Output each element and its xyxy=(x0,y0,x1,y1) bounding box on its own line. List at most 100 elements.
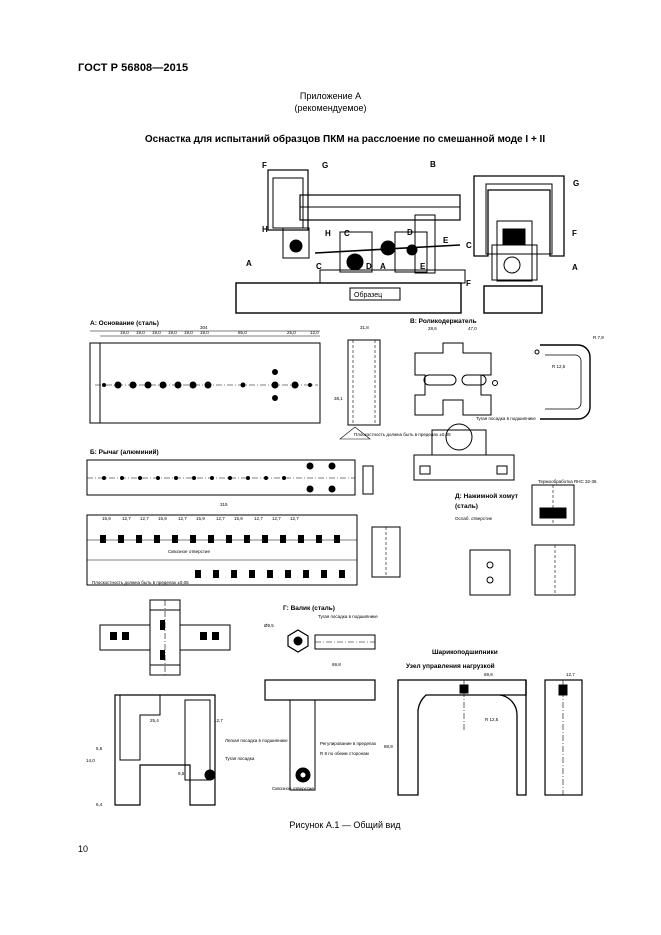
page-number: 10 xyxy=(78,844,89,854)
dim-bar-width: 12,7 xyxy=(566,672,575,677)
note-b-cutout: Сквозное отверстие xyxy=(168,549,210,554)
svg-text:15,9: 15,9 xyxy=(196,516,205,521)
specimen-label: Образец xyxy=(354,291,382,299)
note-d-cut: Ослаб. отверстие xyxy=(455,516,493,521)
callout-G: G xyxy=(322,161,328,170)
dim-a-height: 38,1 xyxy=(334,396,343,401)
dim-b-total: 315 xyxy=(220,502,228,507)
callout-H: H xyxy=(262,225,268,234)
part-g-labels: Г: Валик (сталь) Тугая посадка в подшипн… xyxy=(225,605,378,791)
callout-C2: C xyxy=(316,262,322,271)
svg-text:19,0: 19,0 xyxy=(120,330,129,335)
svg-text:19,0: 19,0 xyxy=(184,330,193,335)
section-load-title: Узел управления нагрузкой xyxy=(406,662,495,670)
svg-text:15,9: 15,9 xyxy=(102,516,111,521)
figure-caption: Рисунок А.1 — Общий вид xyxy=(289,820,401,830)
section-bearing-title: Шарикоподшипники xyxy=(432,649,498,656)
part-g-shaft xyxy=(264,629,376,791)
svg-text:25,0: 25,0 xyxy=(287,330,296,335)
dim-g-diameter: Ø9,5 xyxy=(264,623,274,628)
callout-C3: C xyxy=(466,241,472,250)
dim-load-radius: R 12,5 xyxy=(485,717,499,722)
part-a-labels: А: Основание (сталь) 304 19,0 19,0 19,0 … xyxy=(90,320,451,437)
svg-text:9,5: 9,5 xyxy=(178,771,185,776)
callout-F3: F xyxy=(466,279,471,288)
dim-a-total: 304 xyxy=(200,325,208,330)
svg-text:12,7: 12,7 xyxy=(214,718,223,723)
svg-text:6,4: 6,4 xyxy=(96,802,103,807)
note-thermo: Термообработка RHC 32-36 xyxy=(538,479,597,484)
section-v-title: В: Роликодержатель xyxy=(410,318,477,325)
load-unit-labels: Шарикоподшипники Узел управления нагрузк… xyxy=(86,649,575,807)
svg-text:85,0: 85,0 xyxy=(238,330,247,335)
svg-text:12,7: 12,7 xyxy=(122,516,131,521)
note-g-shaft: Тугая посадка в подшипнике xyxy=(318,614,378,619)
svg-text:12,7: 12,7 xyxy=(216,516,225,521)
callout-E2: E xyxy=(420,262,426,271)
assembly-front-view xyxy=(235,169,466,314)
dim-v-height: 47,0 xyxy=(468,326,477,331)
appendix-subtitle: (рекомендуемое) xyxy=(294,103,367,113)
callout-E: E xyxy=(443,236,449,245)
part-b-lever xyxy=(86,459,401,586)
svg-text:19,0: 19,0 xyxy=(168,330,177,335)
part-d-clamp xyxy=(469,484,576,596)
dim-load-height: 88,9 xyxy=(384,744,393,749)
part-b-labels: Б: Рычаг (алюминий) 315 15,9 12,7 12,7 1… xyxy=(90,448,299,585)
callout-H2: H xyxy=(325,229,331,238)
dim-v-radius2: R 12,5 xyxy=(552,364,566,369)
callout-A3: A xyxy=(572,263,578,272)
part-v-labels: В: Роликодержатель 28,6 47,0 R 7,9 R 12,… xyxy=(410,318,604,421)
section-d-material: (сталь) xyxy=(455,503,478,510)
dim-g-length: 69,8 xyxy=(332,662,341,667)
callout-A2: A xyxy=(380,262,386,271)
dim-load-width: 69,8 xyxy=(484,672,493,677)
callout-A: A xyxy=(246,259,252,268)
svg-text:12,7: 12,7 xyxy=(272,516,281,521)
svg-text:19,0: 19,0 xyxy=(152,330,161,335)
svg-text:12,7: 12,7 xyxy=(178,516,187,521)
svg-text:5,6: 5,6 xyxy=(96,746,103,751)
dim-v-radius: R 7,9 xyxy=(593,335,604,340)
note-a-flatness: Плоскостность должна быть в пределах ±0,… xyxy=(354,432,451,437)
section-b-title: Б: Рычаг (алюминий) xyxy=(90,448,159,456)
note-g-bearing: Легкая посадка в подшипнике xyxy=(225,738,288,743)
svg-text:15,9: 15,9 xyxy=(158,516,167,521)
part-roller-detail xyxy=(99,599,231,806)
callout-B: B xyxy=(430,160,436,169)
note-v-thread: Тугая посадка в подшипнике xyxy=(476,416,536,421)
part-v-roller-holder xyxy=(413,342,591,481)
note-b-flatness: Плоскостность должна быть в пределах ±0,… xyxy=(92,580,189,585)
callout-F2: F xyxy=(572,229,577,238)
part-a-base xyxy=(89,330,381,440)
svg-text:25,4: 25,4 xyxy=(150,718,159,723)
dim-a-side: 31,8 xyxy=(360,325,369,330)
svg-text:14,0: 14,0 xyxy=(86,758,95,763)
assembly-labels: F G B H C H D E A C D E A G C F F A Обра… xyxy=(246,160,579,299)
dim-v-width: 28,6 xyxy=(428,326,437,331)
note-g-rod: Тугая посадка xyxy=(225,756,255,761)
svg-text:12,7: 12,7 xyxy=(290,516,299,521)
figure-title: Оснастка для испытаний образцов ПКМ на р… xyxy=(144,134,546,145)
note-g-screw: Сквозное отверстие xyxy=(272,786,314,791)
section-a-title: А: Основание (сталь) xyxy=(90,320,159,327)
section-g-title: Г: Валик (сталь) xyxy=(283,605,335,612)
note-load-b: R 8 по обеим сторонам xyxy=(320,751,369,756)
callout-F: F xyxy=(262,161,267,170)
part-load-unit xyxy=(397,679,583,796)
assembly-side-view xyxy=(473,175,565,314)
svg-text:19,0: 19,0 xyxy=(136,330,145,335)
svg-text:19,0: 19,0 xyxy=(200,330,209,335)
document-header: ГОСТ Р 56808—2015 xyxy=(78,62,189,74)
callout-D2: D xyxy=(366,262,372,271)
callout-C: C xyxy=(344,229,350,238)
part-d-labels: Термообработка RHC 32-36 Д: Нажимной хом… xyxy=(455,479,597,521)
callout-D: D xyxy=(407,228,413,237)
callout-G2: G xyxy=(573,179,579,188)
note-load-a: Регулирование в пределах xyxy=(320,741,377,746)
appendix-title: Приложение А xyxy=(299,91,362,101)
svg-text:12,0: 12,0 xyxy=(310,330,319,335)
svg-text:15,9: 15,9 xyxy=(234,516,243,521)
svg-text:12,7: 12,7 xyxy=(254,516,263,521)
